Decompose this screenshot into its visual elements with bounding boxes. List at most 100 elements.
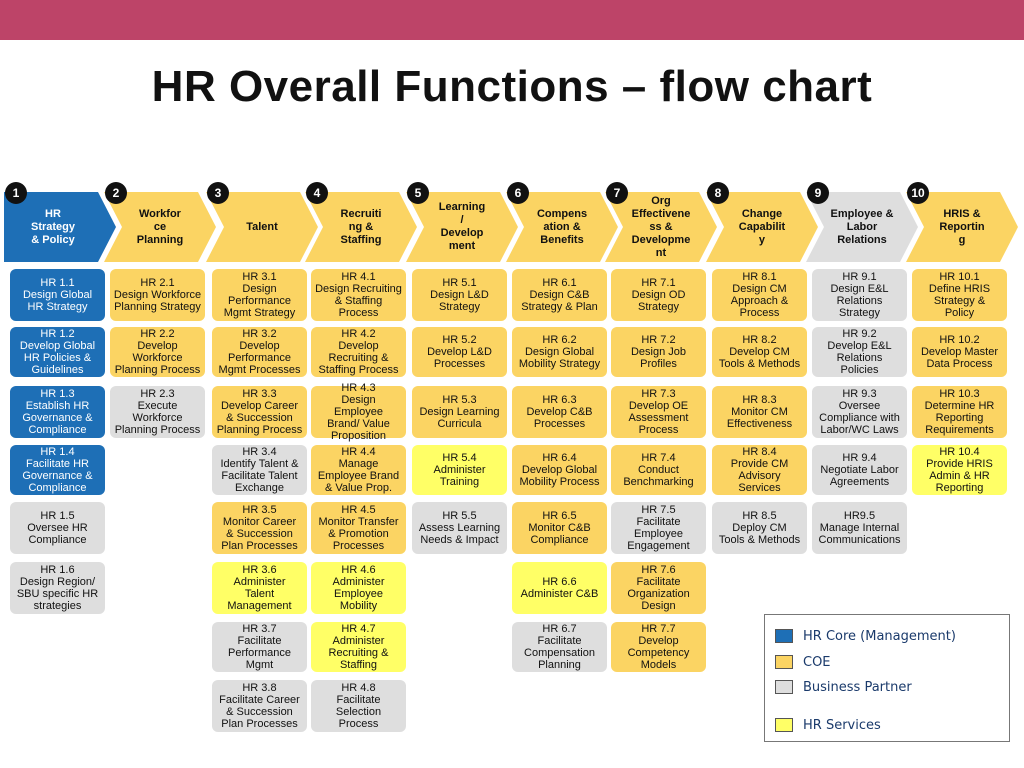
chevron-shape-3 (206, 192, 318, 262)
chevron-shape-7 (605, 192, 717, 262)
step-number-badge-9: 9 (807, 182, 829, 204)
chevron-6: Compens ation & Benefits (506, 192, 618, 262)
step-number-badge-3: 3 (207, 182, 229, 204)
function-box: HR 10.2 Develop Master Data Process (912, 327, 1007, 377)
chevron-shape-9 (806, 192, 918, 262)
legend-label: COE (803, 654, 831, 670)
function-box: HR 1.1 Design Global HR Strategy (10, 269, 105, 321)
function-box: HR 1.3 Establish HR Governance & Complia… (10, 386, 105, 438)
function-box: HR 5.3 Design Learning Curricula (412, 386, 507, 438)
column-header-1: HR Strategy & Policy (30, 207, 76, 246)
page-title: HR Overall Functions – flow chart (151, 62, 873, 111)
function-box: HR 5.5 Assess Learning Needs & Impact (412, 502, 507, 554)
function-box: HR 1.6 Design Region/ SBU specific HR st… (10, 562, 105, 614)
chevron-9: Employee & Labor Relations (806, 192, 918, 262)
step-number-badge-1: 1 (5, 182, 27, 204)
chevron-shape-2 (104, 192, 216, 262)
chevron-shape-8 (706, 192, 818, 262)
function-box: HR 7.5 Facilitate Employee Engagement (611, 502, 706, 554)
legend-label: Business Partner (803, 679, 912, 695)
function-box: HR 6.6 Administer C&B (512, 562, 607, 614)
column-header-8: Change Capabilit y (738, 207, 786, 246)
function-box: HR 1.4 Facilitate HR Governance & Compli… (10, 445, 105, 495)
function-box: HR 4.1 Design Recruiting & Staffing Proc… (311, 269, 406, 321)
function-box: HR 10.1 Define HRIS Strategy & Policy (912, 269, 1007, 321)
function-box: HR 3.3 Develop Career & Succession Plann… (212, 386, 307, 438)
function-box: HR 9.2 Develop E&L Relations Policies (812, 327, 907, 377)
column-header-4: Recruiti ng & Staffing (340, 207, 382, 246)
function-box: HR 9.1 Design E&L Relations Strategy (812, 269, 907, 321)
legend-item: HR Core (Management) (775, 627, 956, 645)
function-box: HR 4.7 Administer Recruiting & Staffing (311, 622, 406, 672)
function-box: HR 8.2 Develop CM Tools & Methods (712, 327, 807, 377)
chevron-5: Learning / Develop ment (406, 192, 518, 262)
function-box: HR 6.4 Develop Global Mobility Process (512, 445, 607, 495)
function-box: HR 4.3 Design Employee Brand/ Value Prop… (311, 382, 406, 442)
step-number-badge-10: 10 (907, 182, 929, 204)
column-header-10: HRIS & Reportin g (939, 207, 985, 246)
function-box: HR 3.2 Develop Performance Mgmt Processe… (212, 327, 307, 377)
function-box: HR 3.7 Facilitate Performance Mgmt (212, 622, 307, 672)
function-box: HR 7.1 Design OD Strategy (611, 269, 706, 321)
function-box: HR 3.8 Facilitate Career & Succession Pl… (212, 680, 307, 732)
function-box: HR 8.3 Monitor CM Effectiveness (712, 386, 807, 438)
column-header-6: Compens ation & Benefits (536, 207, 588, 246)
step-number-badge-5: 5 (407, 182, 429, 204)
legend-swatch (775, 680, 793, 694)
chevron-2: Workfor ce Planning (104, 192, 216, 262)
function-box: HR 4.5 Monitor Transfer & Promotion Proc… (311, 502, 406, 554)
step-number-badge-2: 2 (105, 182, 127, 204)
legend-label: HR Core (Management) (803, 628, 956, 644)
function-box: HR 3.4 Identify Talent & Facilitate Tale… (212, 445, 307, 495)
function-box: HR 6.2 Design Global Mobility Strategy (512, 327, 607, 377)
function-box: HR 10.4 Provide HRIS Admin & HR Reportin… (912, 445, 1007, 495)
legend-label: HR Services (803, 717, 881, 733)
function-box: HR 9.3 Oversee Compliance with Labor/WC … (812, 386, 907, 438)
function-box: HR 10.3 Determine HR Reporting Requireme… (912, 386, 1007, 438)
column-header-9: Employee & Labor Relations (830, 207, 894, 246)
function-box: HR 3.6 Administer Talent Management (212, 562, 307, 614)
chevron-8: Change Capabilit y (706, 192, 818, 262)
function-box: HR 8.5 Deploy CM Tools & Methods (712, 502, 807, 554)
legend-item: Business Partner (775, 678, 912, 696)
function-box: HR 4.8 Facilitate Selection Process (311, 680, 406, 732)
chevron-shape-1 (4, 192, 116, 262)
column-header-7: Org Effectivene ss & Developme nt (631, 194, 691, 259)
function-box: HR 4.4 Manage Employee Brand & Value Pro… (311, 445, 406, 495)
legend-item: COE (775, 653, 831, 671)
function-box: HR 8.4 Provide CM Advisory Services (712, 445, 807, 495)
function-box: HR 2.3 Execute Workforce Planning Proces… (110, 386, 205, 438)
function-box: HR 7.6 Facilitate Organization Design (611, 562, 706, 614)
legend-swatch (775, 718, 793, 732)
function-box: HR 7.3 Develop OE Assessment Process (611, 386, 706, 438)
function-box: HR 3.5 Monitor Career & Succession Plan … (212, 502, 307, 554)
function-box: HR 6.5 Monitor C&B Compliance (512, 502, 607, 554)
chevron-7: Org Effectivene ss & Developme nt (605, 192, 717, 262)
function-box: HR 7.7 Develop Competency Models (611, 622, 706, 672)
chevron-shape-4 (305, 192, 417, 262)
function-box: HR 4.6 Administer Employee Mobility (311, 562, 406, 614)
function-box: HR 1.5 Oversee HR Compliance (10, 502, 105, 554)
function-box: HR 2.1 Design Workforce Planning Strateg… (110, 269, 205, 321)
column-header-2: Workfor ce Planning (136, 207, 184, 246)
legend-swatch (775, 629, 793, 643)
function-box: HR 5.1 Design L&D Strategy (412, 269, 507, 321)
chevron-1: HR Strategy & Policy (4, 192, 116, 262)
legend-swatch (775, 655, 793, 669)
step-number-badge-6: 6 (507, 182, 529, 204)
legend-item: HR Services (775, 716, 881, 734)
chevron-shape-10 (906, 192, 1018, 262)
step-number-badge-8: 8 (707, 182, 729, 204)
function-box: HR 5.2 Develop L&D Processes (412, 327, 507, 377)
function-box: HR 2.2 Develop Workforce Planning Proces… (110, 327, 205, 377)
function-box: HR 7.2 Design Job Profiles (611, 327, 706, 377)
function-box: HR 4.2 Develop Recruiting & Staffing Pro… (311, 327, 406, 377)
step-number-badge-7: 7 (606, 182, 628, 204)
function-box: HR 3.1 Design Performance Mgmt Strategy (212, 269, 307, 321)
chevron-shape-5 (406, 192, 518, 262)
function-box: HR 8.1 Design CM Approach & Process (712, 269, 807, 321)
function-box: HR 6.7 Facilitate Compensation Planning (512, 622, 607, 672)
function-box: HR 6.3 Develop C&B Processes (512, 386, 607, 438)
chevron-3: Talent (206, 192, 318, 262)
